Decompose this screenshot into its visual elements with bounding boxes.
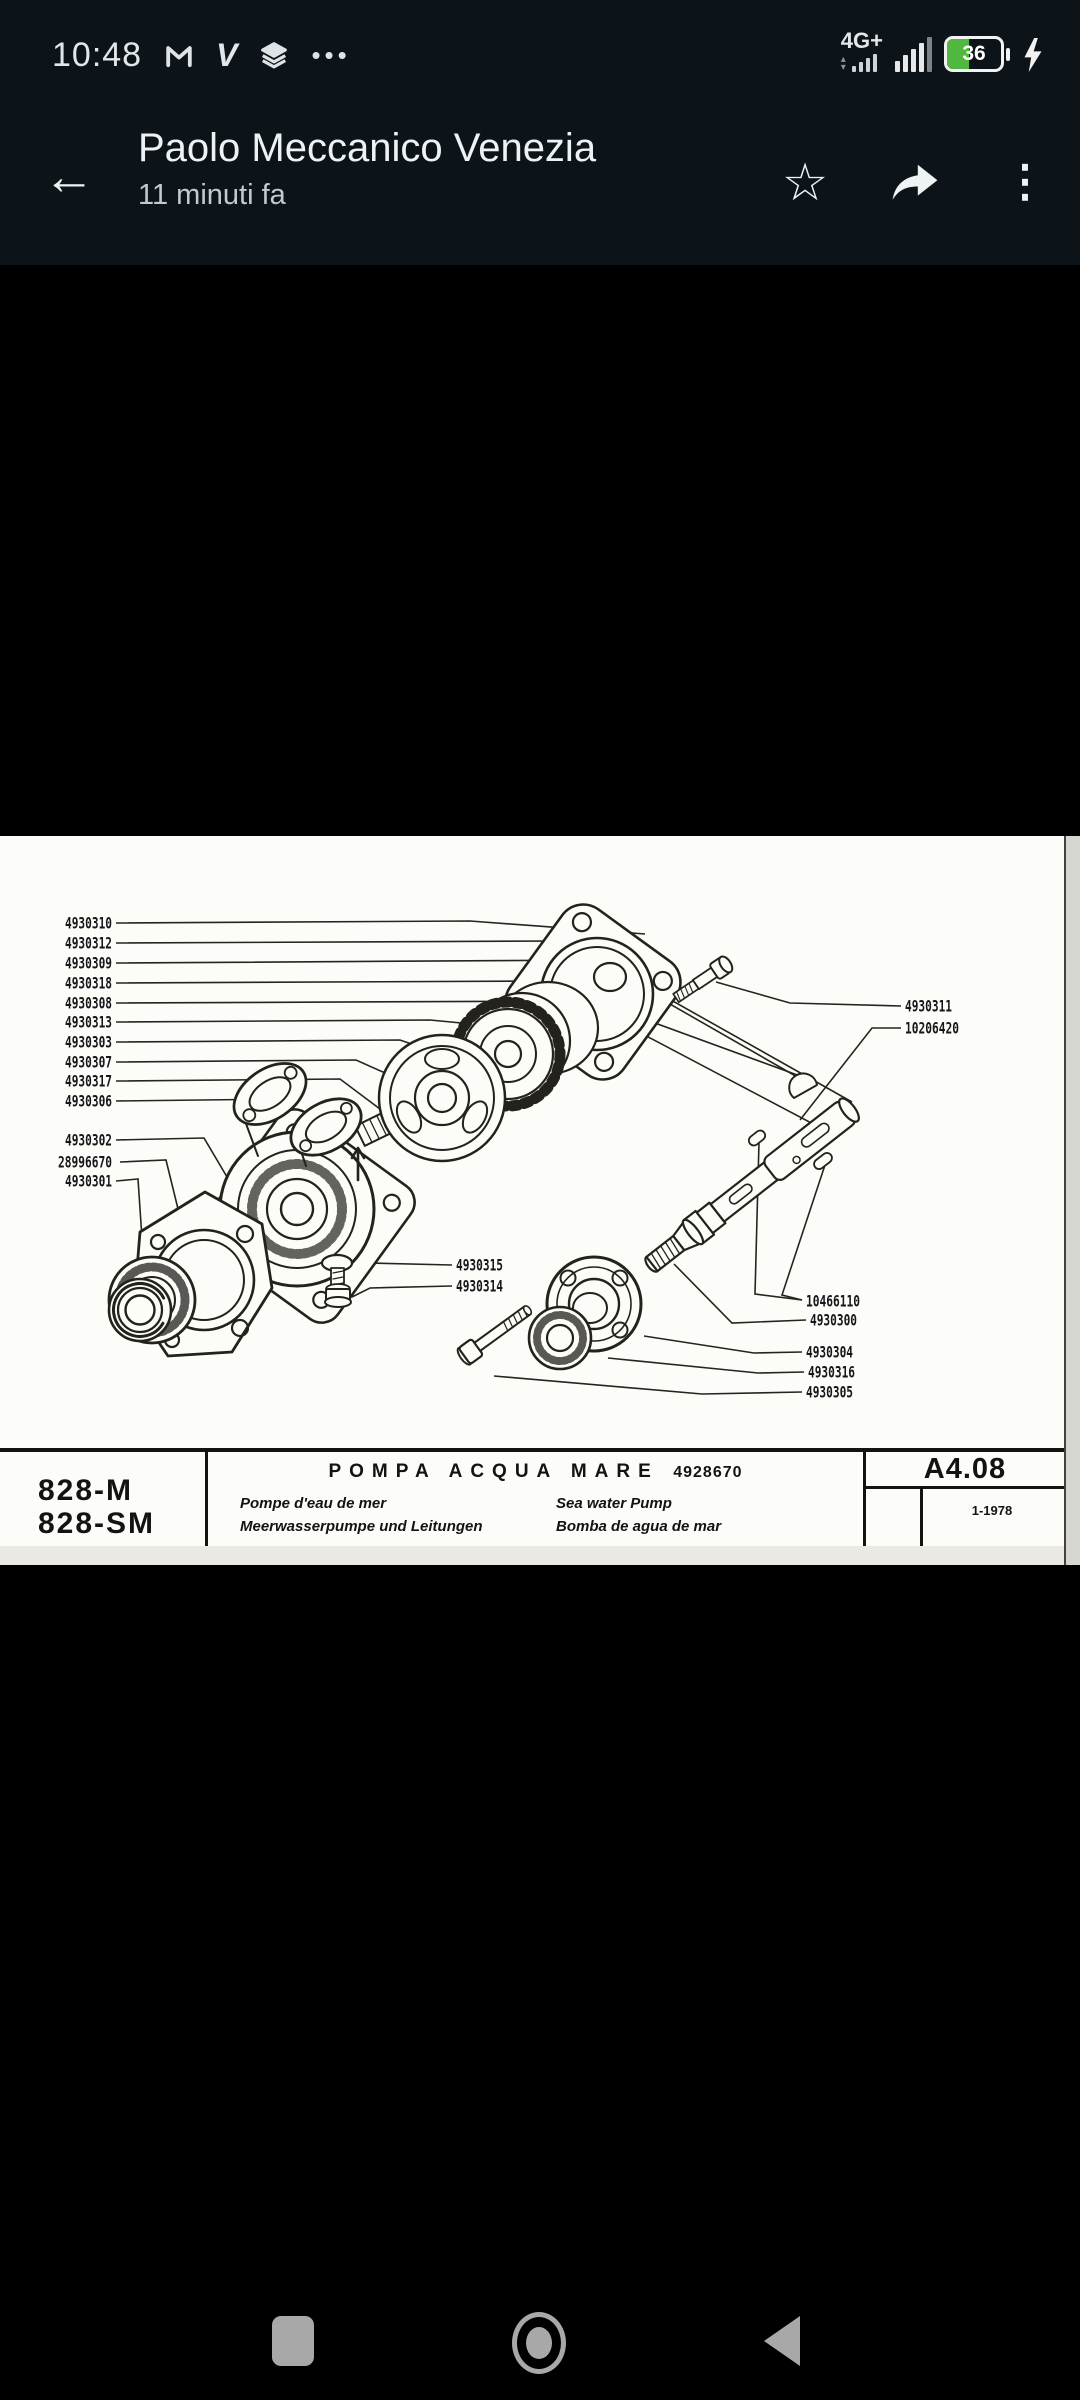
- spoked-pulley: [377, 1033, 507, 1163]
- small-bolt: [456, 1305, 533, 1366]
- port-flange: [289, 1097, 363, 1157]
- leader-line: [673, 1263, 807, 1324]
- part-number-label: 4930317: [65, 1072, 112, 1091]
- part-number-label: 4930308: [65, 994, 112, 1013]
- network-indicator: 4G+ ▴▾: [840, 28, 883, 73]
- shaft-bearing: [527, 1305, 593, 1371]
- part-number-label: 4930312: [65, 934, 112, 953]
- clock: 10:48: [52, 35, 143, 74]
- more-notifications-dots: •••: [311, 39, 351, 70]
- table-title-french: Pompe d'eau de mer: [240, 1495, 387, 1512]
- recents-square-icon[interactable]: [272, 2316, 314, 2366]
- part-number-label: 10206420: [905, 1019, 959, 1038]
- overflow-menu-button[interactable]: ⋮: [970, 128, 1080, 238]
- part-number-labels: 4930310493031249303094930318493030849303…: [58, 914, 959, 1402]
- drive-shaft: [644, 1097, 860, 1273]
- drain-plug: [320, 1253, 354, 1308]
- part-number-label: 4930306: [65, 1092, 112, 1111]
- part-number-label: 4930313: [65, 1013, 112, 1032]
- star-icon: ☆: [781, 153, 829, 212]
- part-number-label: 4930304: [806, 1343, 853, 1362]
- port-flange: [232, 1062, 308, 1126]
- status-bar: 10:48 V ••• 4G+ ▴▾: [0, 0, 1080, 100]
- media-viewer-header: ← Paolo Meccanico Venezia 11 minuti fa ☆…: [0, 100, 1080, 265]
- part-number-label: 4930302: [65, 1131, 112, 1150]
- page-code: A4.08: [866, 1452, 1064, 1489]
- page-code-cell: A4.08 1-1978: [863, 1452, 1064, 1546]
- part-number-label: 4930309: [65, 954, 112, 973]
- table-title-spanish: Bomba de agua de mar: [556, 1518, 722, 1535]
- part-number-label: 4930316: [808, 1363, 855, 1382]
- vivaldi-icon: V: [216, 36, 238, 73]
- leader-line: [493, 1375, 803, 1395]
- part-number-label: 4930303: [65, 1033, 112, 1052]
- exploded-view-diagram: 4930310493031249303094930318493030849303…: [58, 903, 959, 1402]
- assembly-part-number: 4928670: [673, 1464, 743, 1481]
- part-number-label: 4930307: [65, 1053, 112, 1072]
- charging-bolt-icon: [1022, 38, 1044, 72]
- part-number-label: 4930311: [905, 997, 952, 1016]
- part-number-label: 4930310: [65, 914, 112, 933]
- battery-indicator: 36: [944, 36, 1010, 72]
- title-cell: POMPA ACQUA MARE 4928670 Pompe d'eau de …: [205, 1452, 863, 1546]
- part-number-label: 10466110: [806, 1292, 860, 1311]
- table-title-german: Meerwasserpumpe und Leitungen: [240, 1518, 483, 1535]
- part-number-label: 4930314: [456, 1277, 503, 1296]
- part-number-label: 4930318: [65, 974, 112, 993]
- battery-fill: [947, 39, 969, 69]
- overflow-menu-icon: ⋮: [1003, 157, 1047, 207]
- part-number-label: 4930301: [65, 1172, 112, 1191]
- gmail-icon: [164, 41, 194, 69]
- leader-line: [799, 1027, 901, 1121]
- part-number-label: 28996670: [58, 1153, 112, 1172]
- leader-line: [643, 1335, 803, 1354]
- shaft-key: [747, 1129, 767, 1147]
- message-timestamp: 11 minuti fa: [138, 179, 286, 211]
- data-arrows-icon: ▴▾: [840, 54, 846, 73]
- table-title-italian: POMPA ACQUA MARE: [328, 1461, 659, 1482]
- leader-line: [715, 981, 902, 1007]
- battery-percent: 36: [962, 42, 986, 65]
- back-triangle-icon[interactable]: [764, 2316, 800, 2366]
- model-code: 828-M: [38, 1474, 134, 1507]
- model-code: 828-SM: [38, 1507, 156, 1540]
- hex-bolt: [672, 955, 734, 1003]
- leader-line: [780, 1164, 826, 1301]
- title-block: 828-M 828-SM POMPA ACQUA MARE 4928670 Po…: [0, 1448, 1064, 1550]
- forward-button[interactable]: [860, 128, 970, 238]
- leader-line: [351, 1285, 453, 1298]
- shaft-key: [813, 1152, 833, 1170]
- layers-icon: [259, 40, 289, 70]
- table-title-english: Sea water Pump: [556, 1495, 672, 1512]
- back-button[interactable]: ←: [43, 148, 95, 206]
- home-circle-icon[interactable]: [512, 2312, 566, 2374]
- forward-icon: [892, 164, 938, 200]
- model-codes: 828-M 828-SM: [0, 1452, 205, 1546]
- bearing-stack: [107, 1255, 197, 1345]
- woodruff-key: [788, 1072, 818, 1099]
- pump-parts-drawing: [107, 903, 860, 1371]
- star-button[interactable]: ☆: [750, 128, 860, 238]
- leader-line: [607, 1357, 805, 1374]
- signal-bars-sim1-icon: [851, 54, 877, 72]
- sender-name: Paolo Meccanico Venezia: [138, 126, 597, 170]
- date-code: 1-1978: [971, 1503, 1013, 1518]
- part-number-label: 4930315: [456, 1256, 503, 1275]
- android-nav-bar: [0, 2290, 1080, 2400]
- page-edge-shadow: [0, 1546, 1064, 1565]
- page-right-gutter: [1064, 836, 1080, 1565]
- part-number-label: 4930305: [806, 1383, 853, 1402]
- part-number-label: 4930300: [810, 1311, 857, 1330]
- signal-bars-sim2-icon: [895, 37, 932, 72]
